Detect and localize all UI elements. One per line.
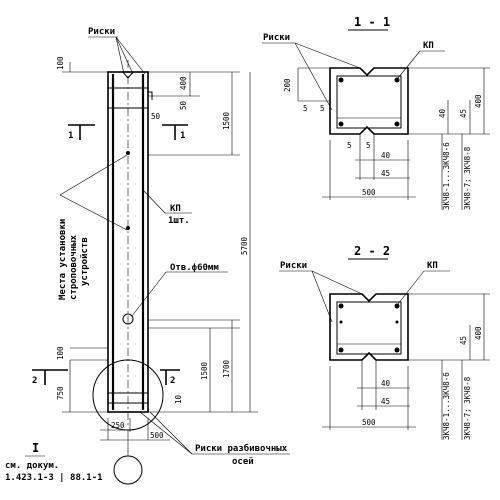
s2-dim-500: 500: [362, 418, 376, 427]
riski-top-leader-2: [115, 36, 134, 75]
riski-osi-leader-1: [149, 411, 193, 455]
dim-50-top: 50: [151, 112, 161, 121]
dim-1700: 1700: [222, 359, 231, 378]
section-1-stirrup: [336, 75, 402, 129]
kp-main-label: КП: [170, 204, 181, 214]
dim-1500-top: 1500: [222, 111, 231, 130]
ref-label-1: см. докум.: [5, 461, 59, 471]
s1-dim-400: 400: [474, 94, 483, 108]
riski-top-leader-1: [115, 36, 125, 75]
section-1-1: 1 - 1 Риски КП 200 5 5 5 5 40 45: [262, 15, 490, 210]
s1-bar-2: [394, 77, 400, 83]
section-2-title: 2 - 2: [354, 244, 390, 258]
cut-1: 1 1: [68, 124, 188, 141]
riski-top-leader-3: [115, 36, 146, 75]
s1-dim-200: 200: [283, 78, 292, 92]
main-annotations: Риски КП 1шт. Отв.ф60мм Места установки …: [5, 27, 290, 483]
lift-label-3: устройств: [80, 237, 90, 286]
s2-bar-3: [338, 347, 344, 353]
s2-kp-leader: [397, 270, 425, 305]
hole-label: Отв.ф60мм: [170, 263, 219, 273]
s2-dim-40: 40: [381, 379, 391, 388]
s2-note-1: 3КЧ8-1...3КЧ8-6: [442, 372, 451, 440]
cut-1-left-label: 1: [68, 131, 73, 141]
cut-2-left-label: 2: [32, 376, 37, 386]
s2-bar-2: [394, 303, 400, 309]
node-i-label: I: [32, 441, 39, 455]
s1-dim-5a: 5: [303, 104, 308, 113]
s1-dim-40: 40: [381, 151, 391, 160]
s2-bar-5: [339, 320, 343, 324]
s1-bar-3: [338, 121, 344, 127]
s1-bar-1: [338, 77, 344, 83]
lift-label-1: Места установки: [58, 219, 68, 300]
s1-riski-leader-2: [294, 42, 333, 111]
s1-dim-500: 500: [362, 188, 376, 197]
section-2-2: 2 - 2 Риски КП 40 45 500 400: [279, 244, 490, 440]
dim-1500-bot: 1500: [200, 361, 209, 380]
s2-riski-leader-1: [311, 270, 363, 295]
riski-osi-leader-2: [139, 411, 193, 455]
node-i-detail-circle: [113, 455, 143, 485]
section-2-stirrup: [336, 301, 402, 355]
s2-dim-45: 45: [381, 397, 390, 406]
s2-kp-label: КП: [427, 261, 438, 271]
s1-dim-5d: 5: [366, 141, 371, 150]
dim-100-bot: 100: [56, 346, 65, 360]
dim-400-top: 400: [179, 76, 188, 90]
dim-5700: 5700: [240, 236, 249, 255]
lift-leader-2: [59, 194, 128, 231]
dim-10: 10: [174, 394, 183, 404]
s1-dim-5c: 5: [347, 141, 352, 150]
s2-bar-1: [338, 303, 344, 309]
main-dimensions: 100 400 50 50 1500 5700 1500 1700 100 75…: [56, 56, 258, 441]
s1-note-1: 3КЧ8-1...3КЧ8-6: [442, 142, 451, 210]
dim-100-top: 100: [56, 56, 65, 70]
lift-label-2: строповочных: [69, 234, 79, 300]
s1-riski-leader-1: [294, 42, 361, 69]
hole-leader: [131, 271, 167, 317]
riski-osi-label-2: осей: [232, 457, 254, 467]
s2-riski-leader-2: [311, 270, 333, 323]
dim-750: 750: [56, 386, 65, 400]
dim-50-b: 50: [179, 100, 188, 110]
s2-dim-400: 400: [474, 326, 483, 340]
top-offset: [148, 91, 153, 100]
s1-kp-leader: [397, 50, 421, 79]
cut-2: 2 2: [32, 369, 180, 386]
s1-riski-label: Риски: [263, 33, 290, 43]
s2-note-2: 3КЧ8-7; 3КЧ8-8: [463, 376, 472, 440]
lift-label-group: Места установки строповочных устройств: [58, 219, 90, 300]
s1-dim-45v: 45: [459, 109, 468, 118]
cut-1-right-label: 1: [180, 131, 185, 141]
ref-label-2: 1.423.1-3 | 88.1-1: [5, 473, 103, 483]
dim-250: 250: [111, 421, 125, 430]
kp-main-leader: [142, 189, 166, 214]
s2-bar-4: [394, 347, 400, 353]
riski-top-label: Риски: [88, 27, 115, 37]
lift-leader-1: [59, 154, 128, 196]
cut-2-right-label: 2: [170, 376, 175, 386]
s2-riski-label: Риски: [280, 261, 307, 271]
column-elevation: [107, 60, 153, 425]
s1-kp-label: КП: [423, 41, 434, 51]
kp-qty-label: 1шт.: [168, 216, 190, 226]
s1-dim-45: 45: [381, 169, 390, 178]
s1-note-2: 3КЧ8-7; 3КЧ8-8: [463, 146, 472, 210]
s1-bar-4: [394, 121, 400, 127]
s2-bar-6: [395, 320, 399, 324]
s1-dim-40v: 40: [438, 108, 447, 118]
s1-dim-5b: 5: [320, 104, 325, 113]
riski-osi-label-1: Риски разбивочных: [195, 443, 288, 454]
s2-dim-45v: 45: [459, 336, 468, 345]
section-1-title: 1 - 1: [354, 15, 390, 29]
dim-500-col: 500: [150, 431, 164, 440]
risk-mark-top-2: [127, 71, 134, 79]
